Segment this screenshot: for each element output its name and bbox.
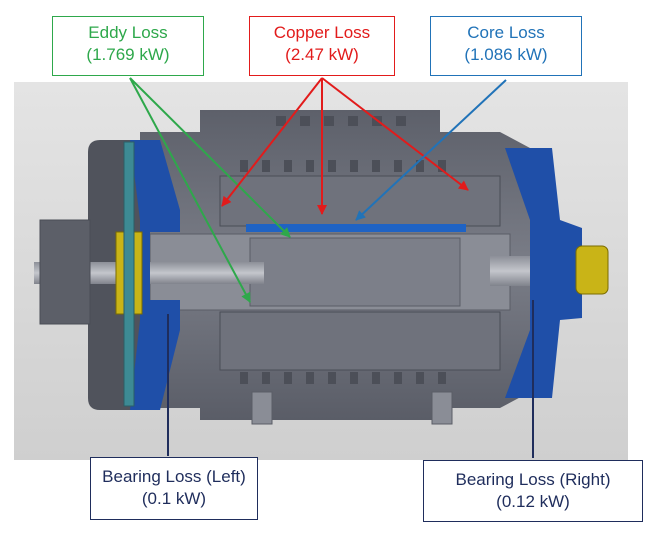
bearing-loss-right-value: (0.12 kW) xyxy=(496,492,570,511)
copper-loss-name: Copper Loss xyxy=(273,23,371,42)
core-loss-label: Core Loss (1.086 kW) xyxy=(430,16,582,76)
shaft-left-flange xyxy=(39,219,91,325)
bearing-loss-right-label: Bearing Loss (Right) (0.12 kW) xyxy=(423,460,643,522)
eddy-loss-name: Eddy Loss xyxy=(88,23,168,42)
bearing-loss-left-value: (0.1 kW) xyxy=(141,489,207,508)
bearing-right xyxy=(575,245,609,295)
cooling-fins-bottom xyxy=(240,372,446,384)
rotor-core xyxy=(249,237,461,307)
core-arrow xyxy=(355,79,507,221)
copper-arrows xyxy=(221,77,469,215)
bearing-left-disk xyxy=(123,141,135,407)
core-loss-name: Core Loss xyxy=(467,23,545,42)
copper-loss-value: (2.47 kW) xyxy=(285,45,359,64)
bearing-arrows xyxy=(167,300,534,458)
stator-lower xyxy=(219,311,501,371)
eddy-loss-value: (1.769 kW) xyxy=(86,45,170,64)
mount-foot-left xyxy=(251,391,273,425)
copper-arrow-1 xyxy=(221,77,323,207)
bearing-loss-right-name: Bearing Loss (Right) xyxy=(455,470,611,489)
eddy-arrow-2 xyxy=(129,77,251,303)
bearing-loss-left-name: Bearing Loss (Left) xyxy=(102,467,246,486)
eddy-arrows xyxy=(129,77,291,303)
bearing-loss-left-label: Bearing Loss (Left) (0.1 kW) xyxy=(90,457,258,520)
copper-arrow-3 xyxy=(321,77,469,191)
core-loss-value: (1.086 kW) xyxy=(464,45,548,64)
mount-foot-right xyxy=(431,391,453,425)
eddy-loss-label: Eddy Loss (1.769 kW) xyxy=(52,16,204,76)
eddy-arrow-1 xyxy=(129,77,291,238)
right-blue-housing xyxy=(505,148,582,398)
cooling-fins-top xyxy=(240,116,446,172)
copper-loss-label: Copper Loss (2.47 kW) xyxy=(249,16,395,76)
core-band xyxy=(246,224,466,232)
